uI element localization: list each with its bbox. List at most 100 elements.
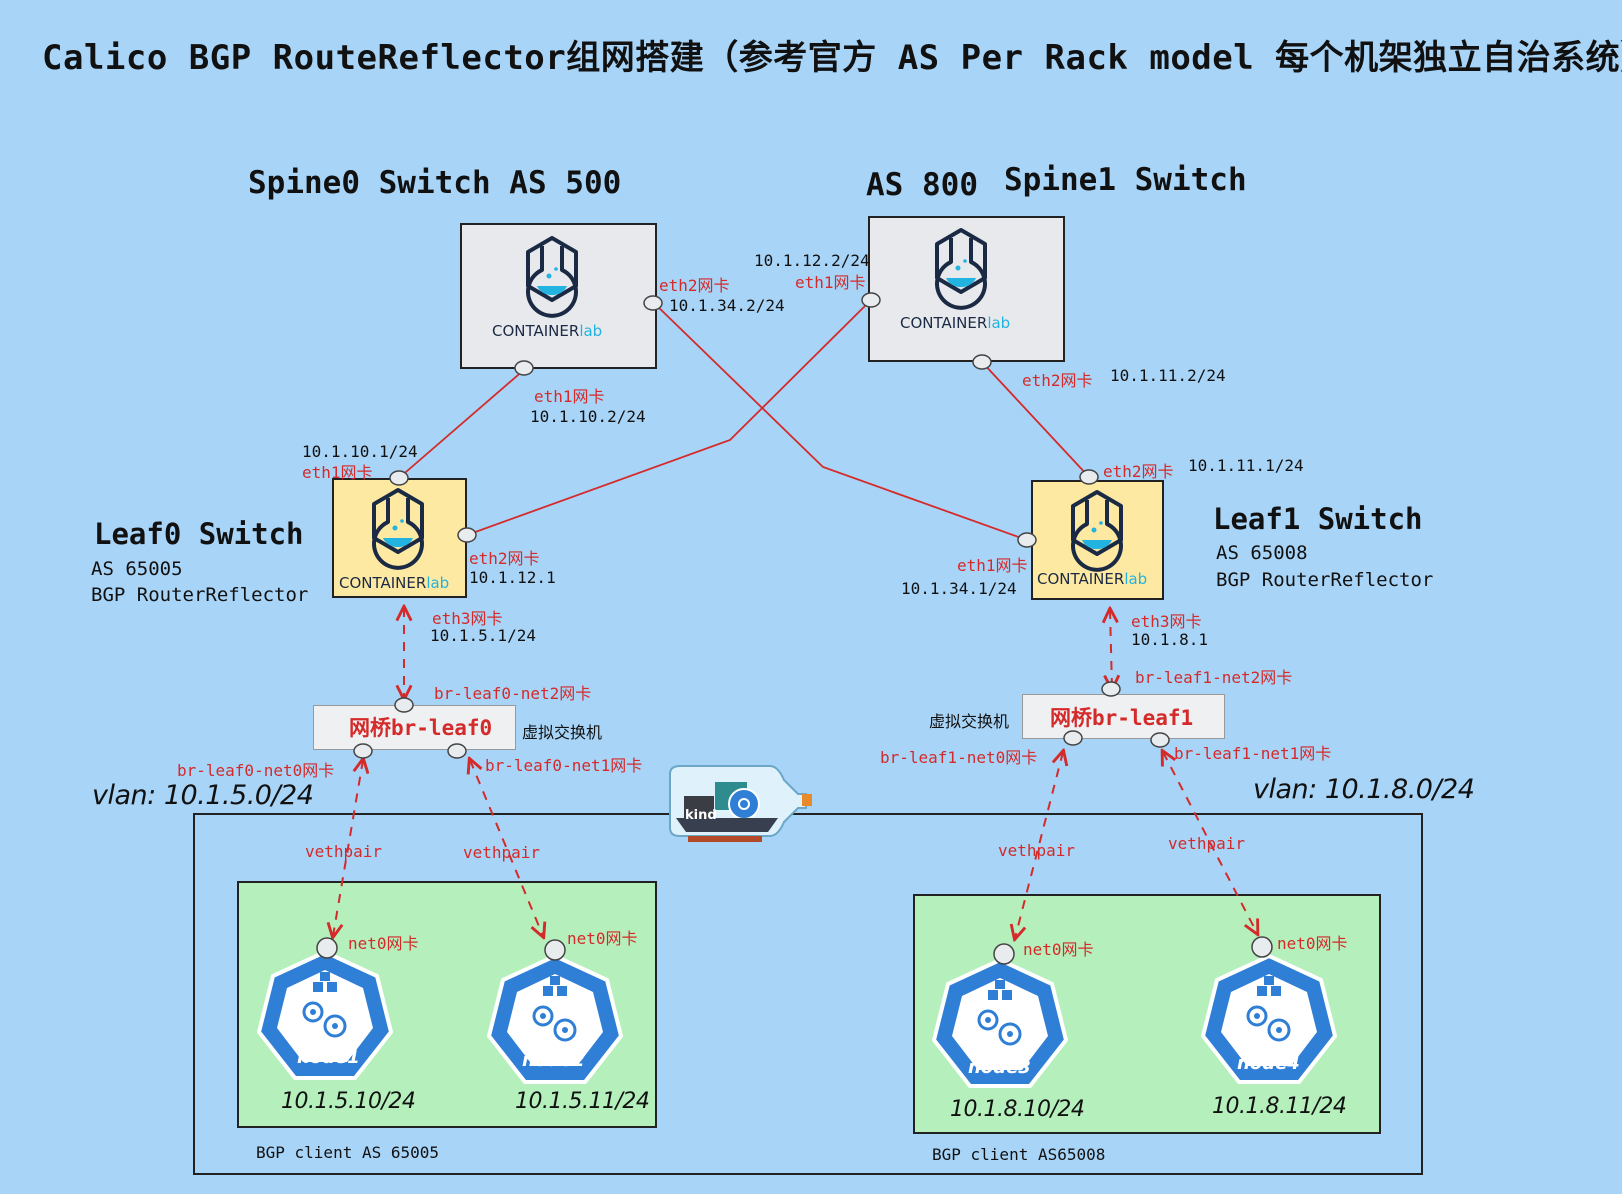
leaf0-heading: Leaf0 Switch — [94, 517, 304, 551]
spine0-eth1-label: eth1网卡 — [534, 387, 605, 406]
link-spine0-eth2-leaf1-eth1 — [653, 302, 1028, 541]
vethpair-label-2: vethpair — [463, 843, 541, 862]
br-leaf1-net1-port — [1150, 732, 1170, 748]
node4-name: node4 — [1237, 1053, 1300, 1074]
kind-bottle-icon — [669, 765, 812, 842]
leaf0-as: AS 65005 — [91, 558, 183, 580]
node1-ip: 10.1.5.10/24 — [281, 1089, 416, 1114]
bgp-client-left: BGP client AS 65005 — [256, 1143, 440, 1162]
link-leaf1-eth3-bridge — [1110, 610, 1112, 688]
node1-net0-port — [316, 937, 338, 959]
link-spine1-eth1-leaf0-eth2 — [466, 299, 872, 536]
spine1-heading-name: Spine1 Switch — [1004, 162, 1247, 198]
veth-node2 — [470, 760, 543, 936]
spine0-eth1-ip: 10.1.10.2/24 — [530, 407, 646, 426]
br-leaf1-net0-port — [1063, 730, 1083, 746]
spine0-eth2-port — [643, 295, 663, 311]
leaf0-eth2-ip: 10.1.12.1 — [469, 568, 556, 587]
br-leaf0-net2-port — [394, 697, 414, 713]
node2-name: node2 — [522, 1050, 585, 1071]
spine1-heading-as: AS 800 — [866, 167, 978, 203]
br-leaf0-net1-label: br-leaf0-net1网卡 — [485, 756, 643, 775]
leaf1-containerlab-icon — [1071, 490, 1123, 572]
leaf1-eth3-label: eth3网卡 — [1131, 612, 1202, 631]
spine1-eth1-port — [861, 292, 881, 308]
br-leaf0-net1-port — [447, 743, 467, 759]
spine0-containerlab-icon — [526, 236, 578, 318]
leaf1-role: BGP RouterReflector — [1216, 569, 1434, 591]
leaf0-eth2-label: eth2网卡 — [469, 549, 540, 568]
vethpair-label-1: vethpair — [305, 842, 383, 861]
node3-net0-port — [993, 943, 1015, 965]
bridge-br-leaf0[interactable] — [313, 705, 516, 750]
leaf0-eth1-label: eth1网卡 — [302, 463, 373, 482]
link-spine0-eth1-leaf0-eth1 — [398, 368, 526, 479]
leaf1-eth1-label: eth1网卡 — [957, 556, 1028, 575]
br-leaf1-vswitch: 虚拟交换机 — [929, 712, 1010, 731]
spine1-brand: CONTAINERlab — [900, 314, 1011, 332]
vethpair-label-3: vethpair — [998, 841, 1076, 860]
leaf1-as: AS 65008 — [1216, 542, 1308, 564]
leaf1-eth2-ip: 10.1.11.1/24 — [1188, 456, 1304, 475]
br-leaf1-net1-label: br-leaf1-net1网卡 — [1174, 744, 1332, 763]
leaf1-heading: Leaf1 Switch — [1213, 502, 1423, 536]
br-leaf0-net2-label: br-leaf0-net2网卡 — [434, 684, 592, 703]
vethpair-label-4: vethpair — [1168, 834, 1246, 853]
vlan-right-label: vlan: 10.1.8.0/24 — [1253, 774, 1475, 805]
link-spine1-eth2-leaf1-eth2 — [981, 361, 1090, 478]
spine0-eth1-port — [514, 360, 534, 376]
leaf1-eth1-port — [1017, 532, 1037, 548]
kind-cluster-frame — [193, 813, 1423, 1175]
spine0-brand: CONTAINERlab — [492, 322, 603, 340]
node4-port-label: net0网卡 — [1277, 934, 1348, 953]
node3-port-label: net0网卡 — [1023, 940, 1094, 959]
leaf1-eth2-label: eth2网卡 — [1103, 462, 1174, 481]
page-title: Calico BGP RouteReflector组网搭建（参考官方 AS Pe… — [42, 38, 1622, 78]
spine1-eth1-label: eth1网卡 — [795, 273, 866, 292]
node3-name: node3 — [968, 1057, 1031, 1078]
leaf0-containerlab-icon — [372, 488, 424, 570]
node2-net0-port — [544, 939, 566, 961]
node1-name: node1 — [297, 1047, 360, 1068]
spine1-containerlab-icon — [935, 228, 987, 310]
leaf1-eth3-ip: 10.1.8.1 — [1131, 630, 1209, 649]
spine1-eth1-ip: 10.1.12.2/24 — [754, 251, 870, 270]
node4-net0-port — [1251, 936, 1273, 958]
br-leaf0-label: 网桥br-leaf0 — [349, 716, 493, 740]
kind-label: kind — [685, 808, 717, 823]
node2-port-label: net0网卡 — [567, 929, 638, 948]
leaf0-eth3-ip: 10.1.5.1/24 — [430, 626, 536, 645]
leaf0-eth1-ip: 10.1.10.1/24 — [302, 442, 418, 461]
spine0-eth2-label: eth2网卡 — [659, 276, 730, 295]
leaf1-brand: CONTAINERlab — [1037, 570, 1148, 588]
leaf0-role: BGP RouterReflector — [91, 584, 309, 606]
spine0-heading: Spine0 Switch AS 500 — [248, 165, 622, 201]
node3-ip: 10.1.8.10/24 — [950, 1097, 1085, 1122]
br-leaf0-net0-label: br-leaf0-net0网卡 — [177, 761, 335, 780]
spine1-eth2-ip: 10.1.11.2/24 — [1110, 366, 1226, 385]
node2-ip: 10.1.5.11/24 — [515, 1089, 650, 1114]
leaf1-eth2-port — [1079, 469, 1099, 485]
spine1-eth2-label: eth2网卡 — [1022, 371, 1093, 390]
br-leaf1-net2-port — [1101, 681, 1121, 697]
node4-ip: 10.1.8.11/24 — [1212, 1094, 1347, 1119]
br-leaf1-net0-label: br-leaf1-net0网卡 — [880, 748, 1038, 767]
leaf1-eth1-ip: 10.1.34.1/24 — [901, 579, 1017, 598]
leaf0-eth3-label: eth3网卡 — [432, 609, 503, 628]
br-leaf1-net2-label: br-leaf1-net2网卡 — [1135, 668, 1293, 687]
node1-port-label: net0网卡 — [348, 934, 419, 953]
br-leaf0-net0-port — [353, 743, 373, 759]
bridge-br-leaf1[interactable] — [1022, 694, 1225, 739]
veth-node1 — [333, 760, 363, 936]
leaf0-eth2-port — [457, 527, 477, 543]
spine1-eth2-port — [972, 354, 992, 370]
br-leaf1-label: 网桥br-leaf1 — [1050, 706, 1194, 730]
leaf0-brand: CONTAINERlab — [339, 574, 450, 592]
bgp-client-right: BGP client AS65008 — [932, 1145, 1106, 1164]
spine0-eth2-ip: 10.1.34.2/24 — [669, 296, 785, 315]
veth-node3 — [1015, 752, 1063, 938]
leaf0-eth1-port — [389, 470, 409, 486]
vlan-left-label: vlan: 10.1.5.0/24 — [92, 780, 314, 811]
br-leaf0-vswitch: 虚拟交换机 — [522, 723, 603, 742]
